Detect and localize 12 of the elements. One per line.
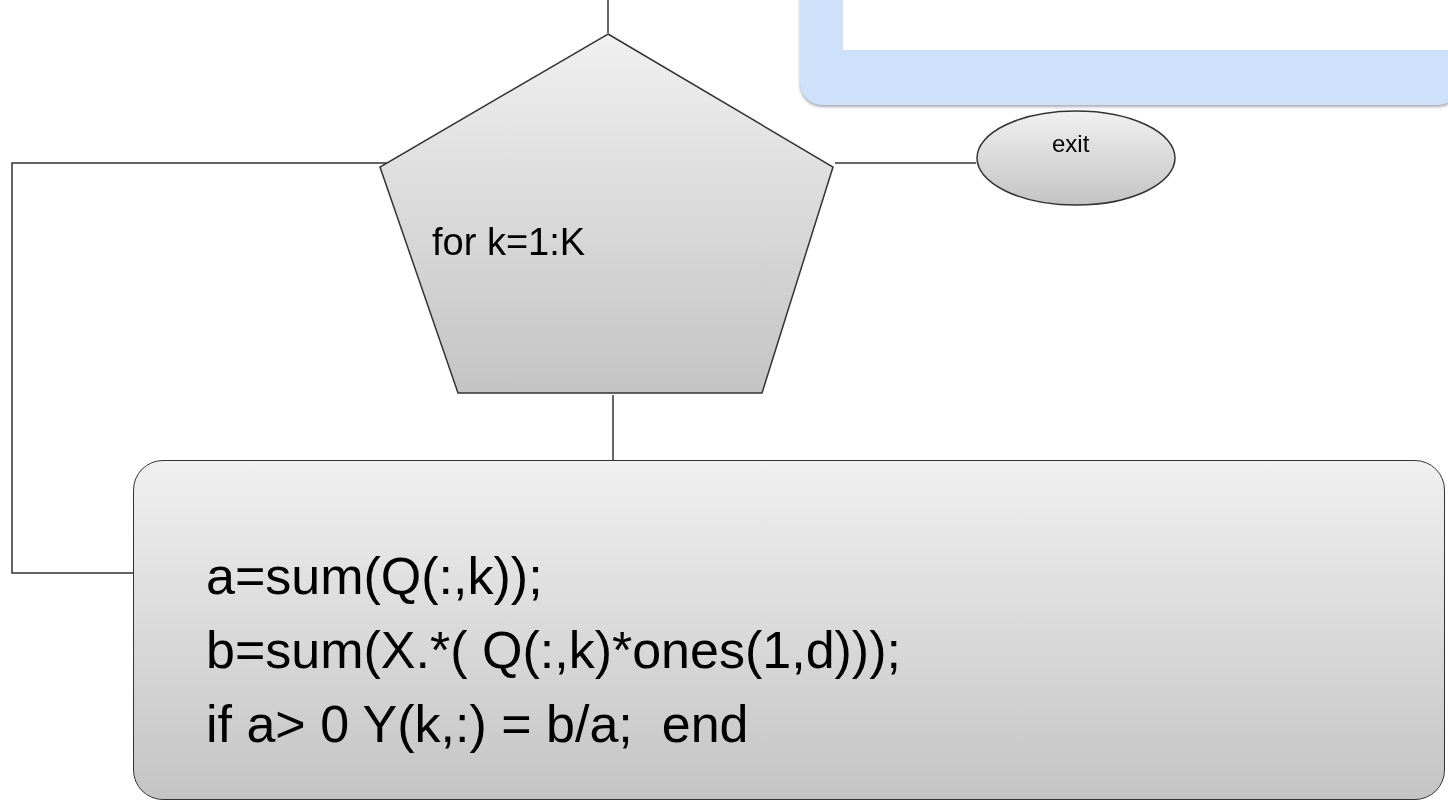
loop-label: for k=1:K <box>432 221 586 264</box>
code-box <box>133 460 1445 800</box>
connector-line <box>607 0 609 34</box>
code-line: if a> 0 Y(k,:) = b/a; end <box>206 694 749 755</box>
terminal-ellipse <box>976 110 1176 206</box>
loop-pentagon <box>378 33 835 395</box>
connector-line <box>834 162 977 164</box>
code-line: a=sum(Q(:,k)); <box>206 546 543 607</box>
terminal-label: exit <box>1052 130 1090 158</box>
connector-line <box>612 394 614 461</box>
code-line: b=sum(X.*( Q(:,k)*ones(1,d))); <box>206 620 901 681</box>
callout-box <box>800 0 1448 105</box>
